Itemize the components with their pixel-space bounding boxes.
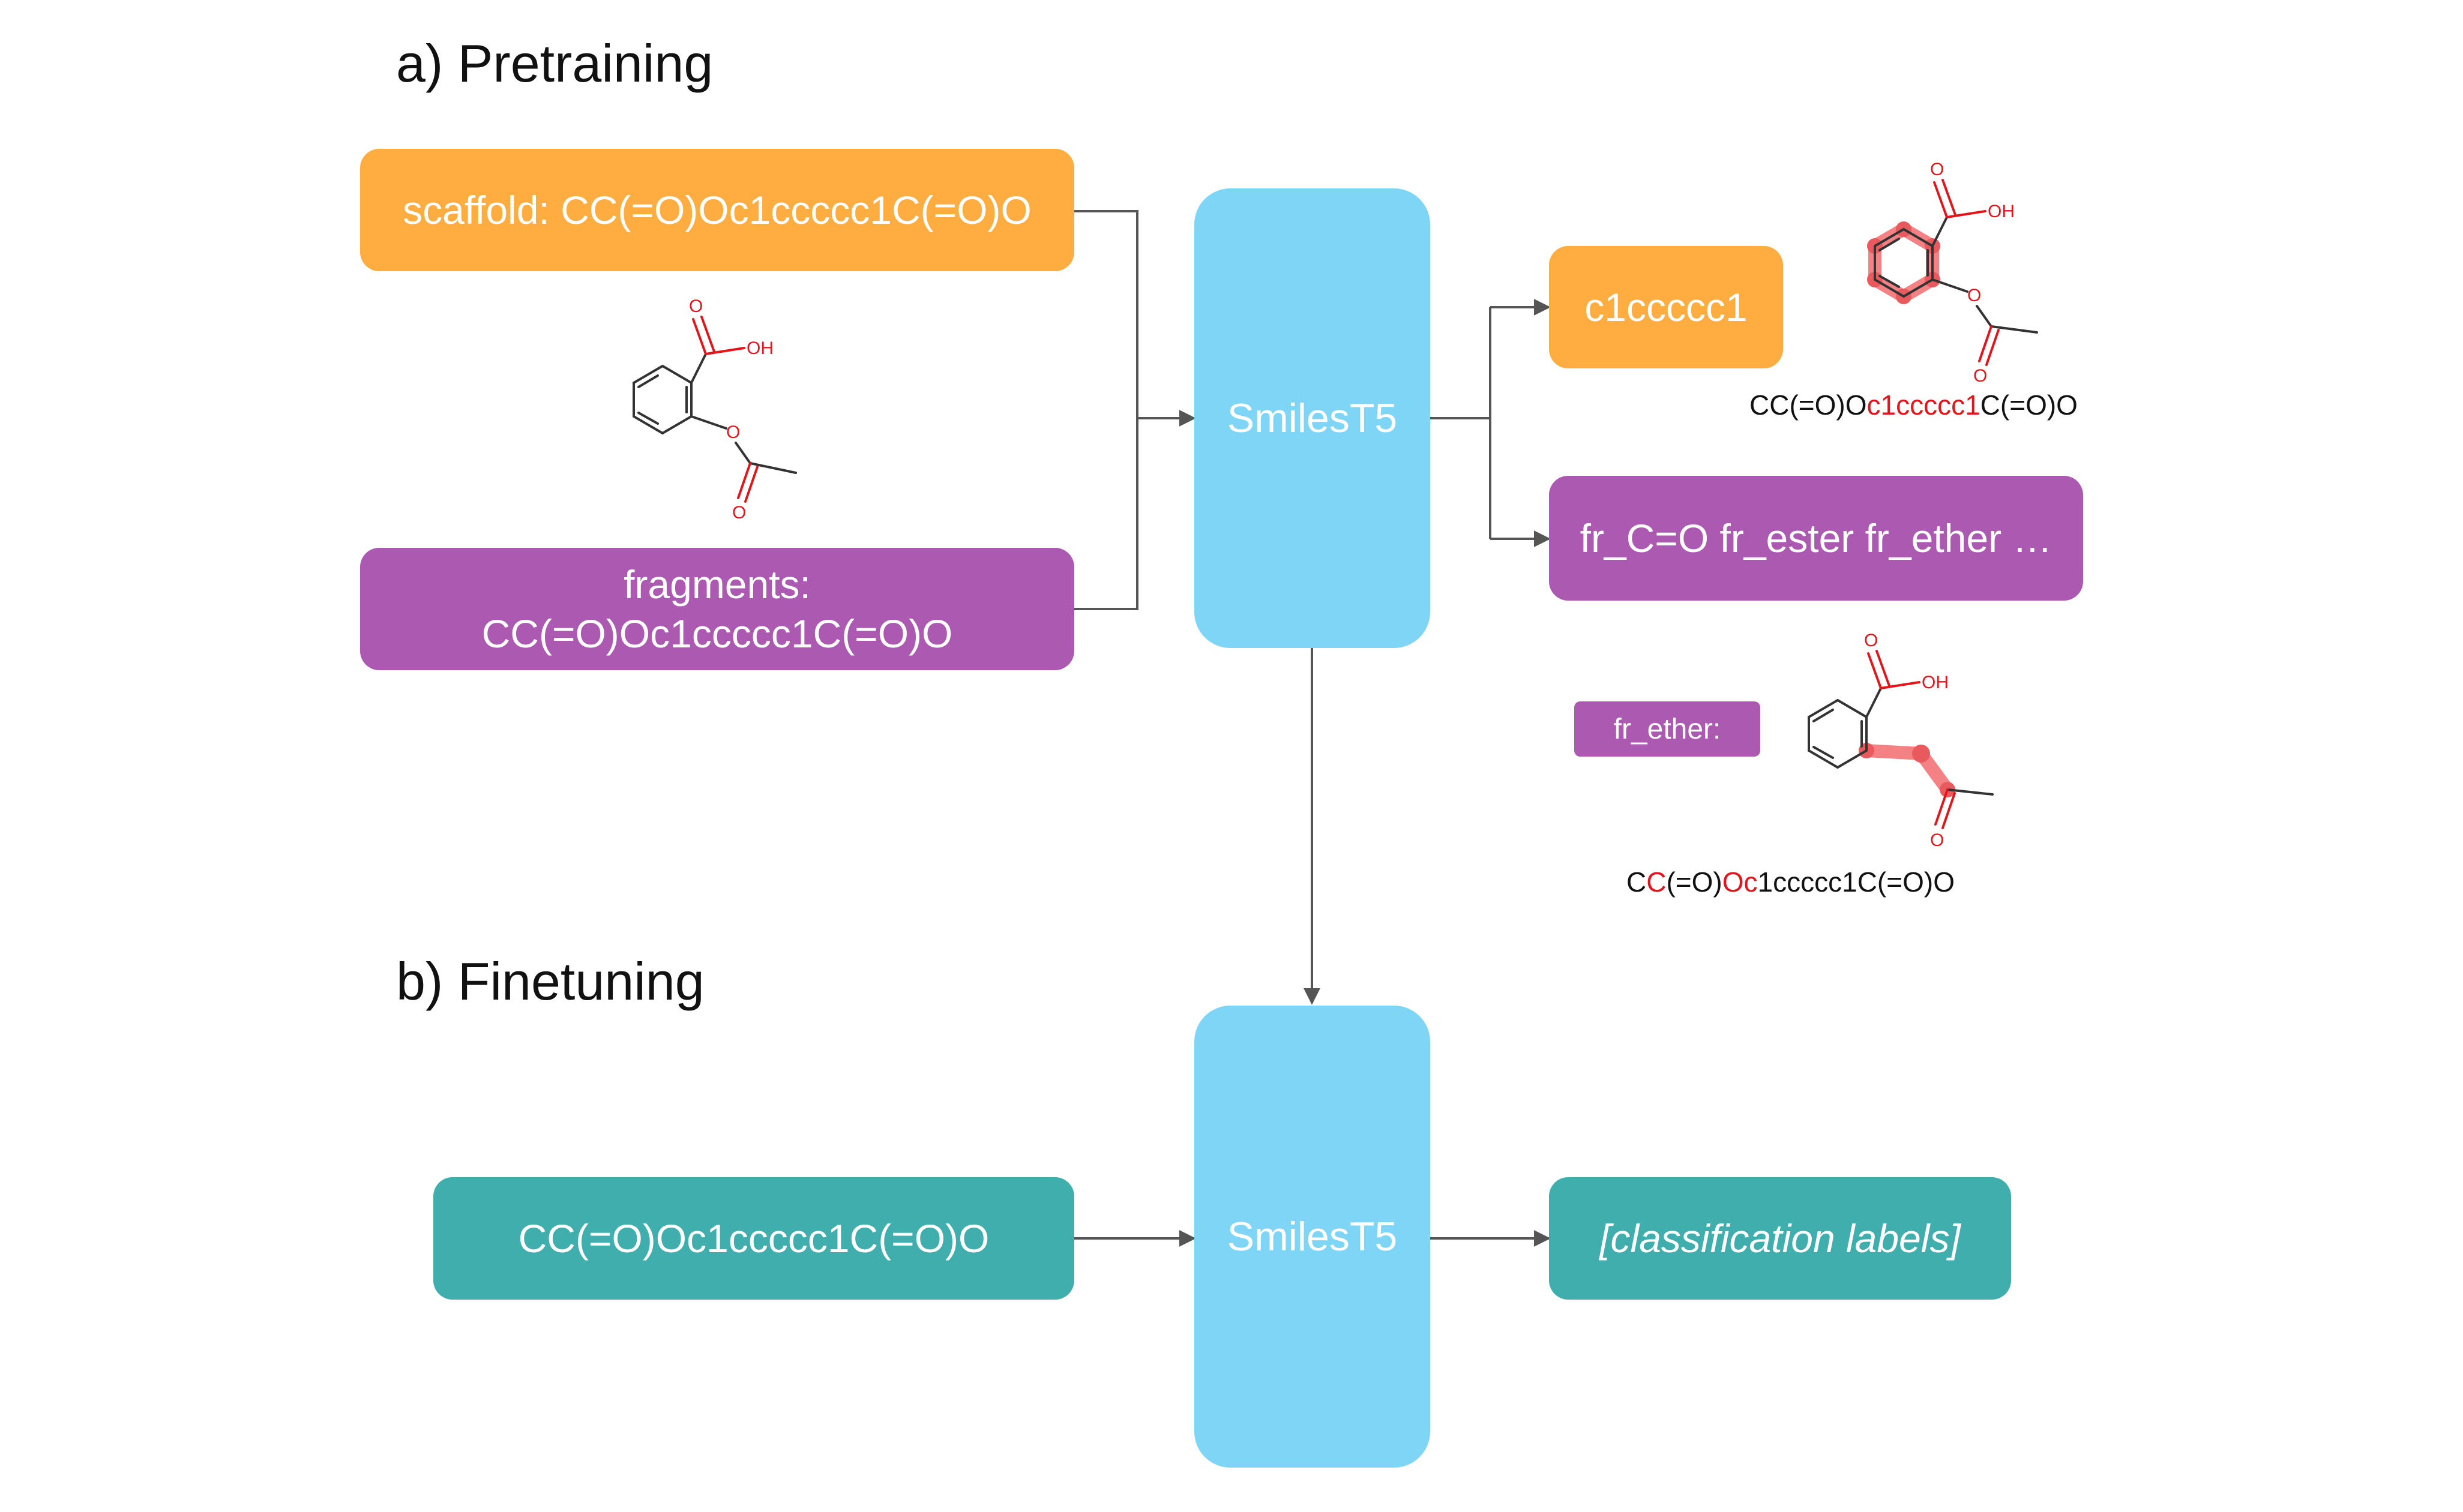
ether-caption-part-2: C	[1646, 866, 1667, 898]
ether-mol-hydroxyl-label: OH	[1922, 673, 1949, 692]
scaffold-highlight-molecule-icon: O OH O O	[1867, 160, 2038, 386]
smilest5-finetuning-model: SmilesT5	[1194, 1006, 1430, 1468]
scaffold-output-box: c1ccccc1	[1549, 246, 1783, 368]
scaffold-mol-ester-oxygen-label: O	[1967, 286, 1981, 305]
finetune-input-text: CC(=O)Oc1ccccc1C(=O)O	[518, 1216, 990, 1261]
scaffold-mol-hydroxyl-label: OH	[1988, 202, 2015, 221]
scaffold-mol-carbonyl-oxygen-label: O	[1930, 160, 1944, 179]
scaffold-caption-prefix: CC(=O)O	[1749, 389, 1867, 421]
aspirin-molecule-icon: O OH O O	[633, 296, 797, 523]
fragments-output-box: fr_C=O fr_ester fr_ether …	[1549, 476, 2083, 601]
acetyl-oxygen-label: O	[732, 503, 746, 523]
scaffold-mol-acetyl-oxygen-label: O	[1973, 366, 1987, 386]
smilest5-pretraining-model: SmilesT5	[1194, 188, 1430, 648]
ether-mol-acetyl-oxygen-label: O	[1930, 830, 1944, 850]
ether-caption-part-5: 1ccccc1C(=O)O	[1757, 866, 1955, 898]
ether-highlight-caption: CC(=O)Oc1ccccc1C(=O)O	[1626, 866, 1955, 898]
ether-caption-part-1: C	[1626, 866, 1647, 898]
scaffold-input-connector	[1074, 210, 1138, 610]
finetune-input-box: CC(=O)Oc1ccccc1C(=O)O	[433, 1177, 1074, 1300]
scaffold-input-box: scaffold: CC(=O)Oc1ccccc1C(=O)O	[360, 149, 1074, 271]
hydroxyl-label: OH	[747, 338, 774, 358]
scaffold-highlight-caption: CC(=O)Oc1ccccc1C(=O)O	[1749, 389, 2078, 421]
ether-mol-carbonyl-oxygen-label: O	[1864, 631, 1878, 650]
smilest5-pretraining-label: SmilesT5	[1227, 395, 1398, 441]
fragments-input-box: fragments: CC(=O)Oc1ccccc1C(=O)O	[360, 548, 1074, 670]
ether-caption-part-3: (=O)	[1666, 866, 1722, 898]
pretraining-heading: a) Pretraining	[396, 34, 714, 93]
finetuning-heading: b) Finetuning	[396, 952, 705, 1011]
scaffold-caption-highlight: c1ccccc1	[1866, 389, 1980, 421]
fr-ether-tag-text: fr_ether:	[1613, 713, 1721, 745]
scaffold-output-text: c1ccccc1	[1584, 285, 1748, 329]
fragments-output-text: fr_C=O fr_ester fr_ether …	[1580, 516, 2052, 560]
fragments-input-smiles: CC(=O)Oc1ccccc1C(=O)O	[481, 611, 953, 656]
carbonyl-oxygen-label: O	[689, 296, 703, 316]
scaffold-caption-suffix: C(=O)O	[1980, 389, 2078, 421]
fr-ether-tag: fr_ether:	[1574, 701, 1760, 757]
scaffold-input-text: scaffold: CC(=O)Oc1ccccc1C(=O)O	[403, 188, 1032, 232]
ester-oxygen-label: O	[726, 422, 740, 442]
smilest5-finetuning-label: SmilesT5	[1227, 1214, 1398, 1259]
classification-output-text: [classification labels]	[1599, 1216, 1961, 1261]
ether-caption-part-4: Oc	[1722, 866, 1758, 898]
fragments-input-label: fragments:	[624, 562, 811, 607]
ether-highlight-molecule-icon: O OH O	[1808, 631, 1994, 850]
classification-output-box: [classification labels]	[1549, 1177, 2011, 1300]
